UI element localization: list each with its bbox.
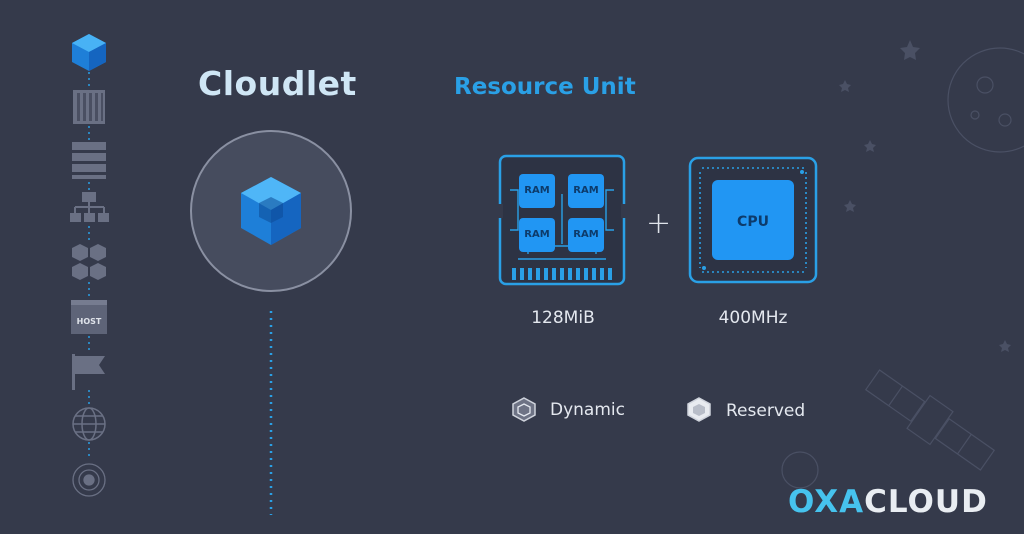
cloudlet-cube-icon[interactable] bbox=[72, 34, 106, 71]
dynamic-label: Dynamic bbox=[550, 400, 625, 420]
globe-icon[interactable] bbox=[72, 407, 106, 441]
container-icon[interactable] bbox=[73, 90, 105, 124]
star-icon bbox=[999, 340, 1011, 352]
cloudlet-node bbox=[190, 130, 352, 515]
cpu-chip-icon bbox=[688, 156, 818, 284]
orbit-icon[interactable] bbox=[72, 463, 106, 497]
star-icon bbox=[900, 40, 920, 60]
ram-caption: 128MiB bbox=[531, 308, 595, 328]
ram-chip-label: RAM bbox=[573, 185, 599, 196]
host-icon[interactable] bbox=[71, 300, 107, 334]
cloudlet-title: Cloudlet bbox=[198, 64, 357, 103]
cloudlet-cube-icon bbox=[241, 177, 301, 245]
ram-chip-label: RAM bbox=[524, 229, 550, 240]
host-label: HOST bbox=[76, 317, 102, 326]
planet-outline bbox=[947, 47, 1024, 153]
ram-module-icon bbox=[498, 154, 626, 286]
brand-part-oxa: OXA bbox=[788, 484, 865, 520]
cpu-caption: 400MHz bbox=[718, 308, 788, 328]
moon-outline bbox=[781, 451, 819, 489]
star-icon bbox=[864, 140, 876, 152]
network-tree-icon[interactable] bbox=[70, 192, 109, 222]
hexagon-cluster-icon[interactable] bbox=[72, 244, 106, 280]
resource-unit-title: Resource Unit bbox=[454, 74, 636, 100]
reserved-label: Reserved bbox=[726, 401, 806, 421]
cpu-label: CPU bbox=[737, 214, 769, 230]
satellite-outline bbox=[864, 369, 996, 471]
plus-operator: + bbox=[646, 206, 672, 241]
star-icon bbox=[844, 200, 856, 212]
sidebar-icon-rail bbox=[70, 34, 109, 497]
ram-chip-label: RAM bbox=[524, 185, 550, 196]
brand-part-cloud: CLOUD bbox=[864, 484, 988, 520]
flag-icon[interactable] bbox=[72, 354, 105, 390]
star-icon bbox=[839, 80, 851, 92]
reserved-hexagon-icon bbox=[687, 397, 711, 422]
dynamic-hexagon-icon bbox=[512, 397, 536, 422]
server-stack-icon[interactable] bbox=[72, 142, 106, 179]
brand-logo: OXACLOUD bbox=[788, 484, 988, 520]
ram-chip-label: RAM bbox=[573, 229, 599, 240]
